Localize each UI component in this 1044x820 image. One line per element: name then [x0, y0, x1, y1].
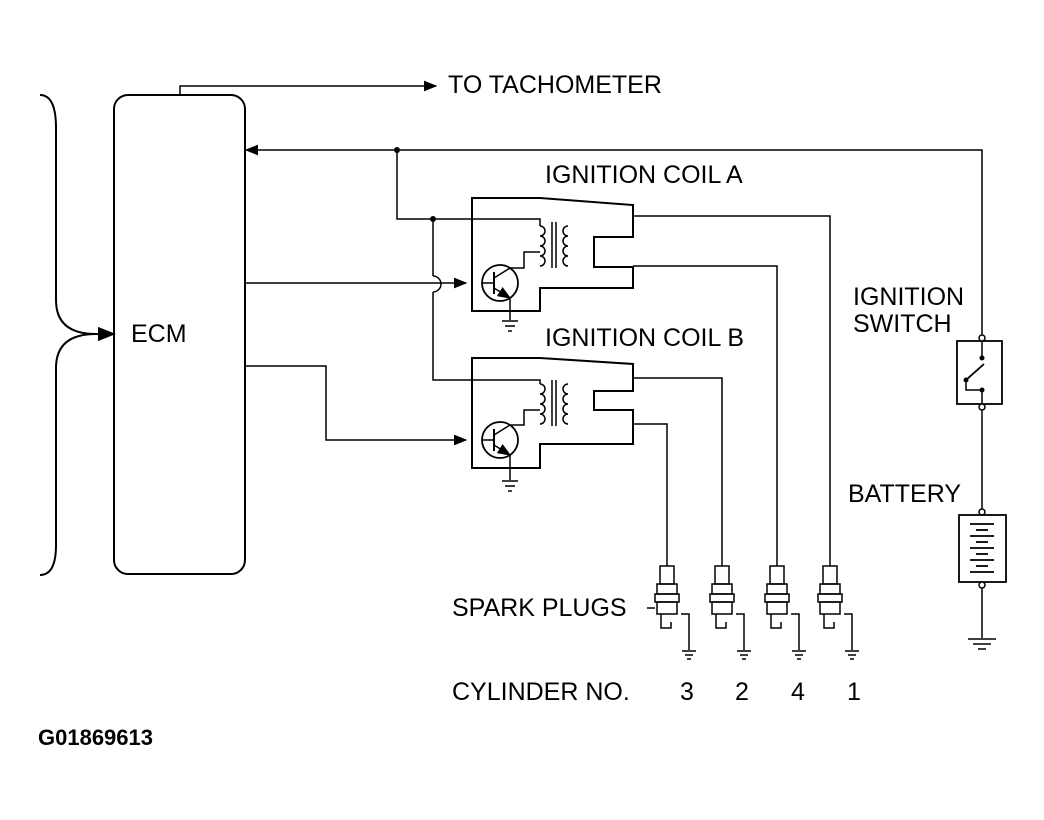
- coil-b-label: IGNITION COIL B: [545, 324, 745, 352]
- ignition-feed-wire: [244, 144, 983, 338]
- battery: [958, 508, 1007, 650]
- coil-a-lead-cyl4: [633, 265, 778, 566]
- coil-a-lead-cyl1: [633, 215, 831, 566]
- wire-crossover: [432, 275, 442, 293]
- figure-id: G01869613: [38, 725, 153, 750]
- coil-b-feed-lower: [432, 292, 474, 381]
- spark-plug-cyl4: [764, 565, 806, 660]
- coil-b-lead-cyl2: [633, 377, 723, 566]
- coil-primary-feed: [396, 150, 474, 220]
- ignition-switch-label: IGNITION SWITCH: [853, 284, 964, 338]
- ignition-switch: [956, 334, 1003, 411]
- cylinder-no-label: CYLINDER NO.: [452, 678, 630, 706]
- tachometer-wire: [179, 80, 438, 95]
- ignition-coil-b: [471, 357, 634, 492]
- input-brace: [39, 94, 97, 576]
- cylinder-number: 1: [847, 678, 861, 706]
- ignition-switch-label-line1: IGNITION: [853, 283, 965, 311]
- spark-plug-cyl2: [709, 565, 751, 660]
- ignition-switch-label-line2: SWITCH: [853, 310, 952, 338]
- coil-a-label: IGNITION COIL A: [545, 161, 743, 189]
- ecm-label: ECM: [131, 320, 187, 348]
- spark-plug-cyl1: [817, 565, 859, 660]
- battery-label: BATTERY: [848, 480, 961, 508]
- spark-plug-cyl3: [647, 565, 696, 660]
- cylinder-number: 2: [735, 678, 749, 706]
- cylinder-number: 4: [791, 678, 805, 706]
- tachometer-label: TO TACHOMETER: [448, 71, 662, 99]
- ecm-to-coil-b: [246, 365, 468, 446]
- coil-b-lead-cyl3: [633, 423, 668, 566]
- spark-plugs-label: SPARK PLUGS: [452, 594, 627, 622]
- ignition-coil-a: [471, 197, 634, 332]
- cylinder-number: 3: [680, 678, 694, 706]
